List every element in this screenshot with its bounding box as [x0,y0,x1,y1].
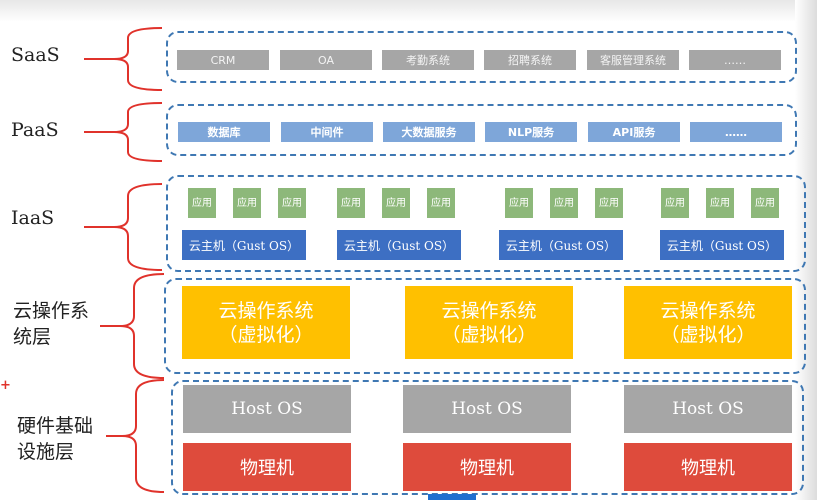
saas-layer-label: SaaS [11,44,60,66]
hardware-label-line1: 硬件基础 [17,415,94,437]
paas-chip-database: 数据库 [178,122,270,142]
paas-brace-icon [84,102,163,162]
cloud-os-box-3: 云操作系统（虚拟化） [624,286,792,359]
saas-chip-attendance: 考勤系统 [382,50,474,70]
hardware-label-line2: 设施层 [17,441,75,463]
vm-guest-os-3: 云主机（Gust OS） [499,230,623,260]
cloud-os-group [164,278,806,374]
host-os-3: Host OS [624,385,792,433]
app-chip: 应用 [706,188,734,218]
physical-machine-2: 物理机 [403,443,571,491]
app-chip: 应用 [188,188,216,218]
host-os-1: Host OS [183,385,351,433]
vm-guest-os-2: 云主机（Gust OS） [337,230,461,260]
paas-chip-big-data: 大数据服务 [383,122,475,142]
cloud-os-brace-icon [100,273,165,379]
iaas-group [166,175,806,272]
app-chip: 应用 [382,188,410,218]
cloud-os-label-line1: 云操作系 [13,300,90,322]
bottom-blue-tab [428,494,476,500]
saas-group [166,31,797,83]
app-chip: 应用 [233,188,261,218]
cloud-os-layer-label: 云操作系 统层 [13,298,89,350]
saas-chip-crm: CRM [177,50,269,70]
saas-chip-recruiting: 招聘系统 [484,50,576,70]
app-chip: 应用 [427,188,455,218]
paas-group [166,104,797,156]
hardware-brace-icon [106,379,165,493]
saas-brace-icon [84,27,163,91]
paas-chip-middleware: 中间件 [281,122,373,142]
iaas-brace-icon [84,183,163,271]
host-os-2: Host OS [403,385,571,433]
physical-machine-3: 物理机 [624,443,792,491]
app-chip: 应用 [751,188,779,218]
app-chip: 应用 [661,188,689,218]
physical-machine-1: 物理机 [183,443,351,491]
hardware-group [171,380,804,495]
saas-chip-customer-service: 客服管理系统 [587,50,679,70]
vm-guest-os-1: 云主机（Gust OS） [182,230,306,260]
paas-layer-label: PaaS [11,119,59,141]
saas-chip-oa: OA [280,50,372,70]
app-chip: 应用 [278,188,306,218]
right-shadow-band [795,0,817,500]
paas-chip-nlp: NLP服务 [485,122,577,142]
app-chip: 应用 [505,188,533,218]
vm-guest-os-4: 云主机（Gust OS） [660,230,784,260]
paas-chip-api: API服务 [588,122,680,142]
iaas-layer-label: IaaS [11,207,55,229]
saas-chip-more: …… [689,50,781,70]
cloud-os-box-1: 云操作系统（虚拟化） [182,286,350,359]
app-chip: 应用 [337,188,365,218]
top-shadow-band [0,0,817,22]
cloud-os-box-2: 云操作系统（虚拟化） [405,286,573,359]
paas-chip-more: …… [690,122,782,142]
cloud-os-label-line2: 统层 [13,326,52,348]
app-chip: 应用 [550,188,578,218]
app-chip: 应用 [595,188,623,218]
hardware-layer-label: 硬件基础 设施层 [17,413,93,465]
red-plus-marker-icon: + [0,378,11,393]
